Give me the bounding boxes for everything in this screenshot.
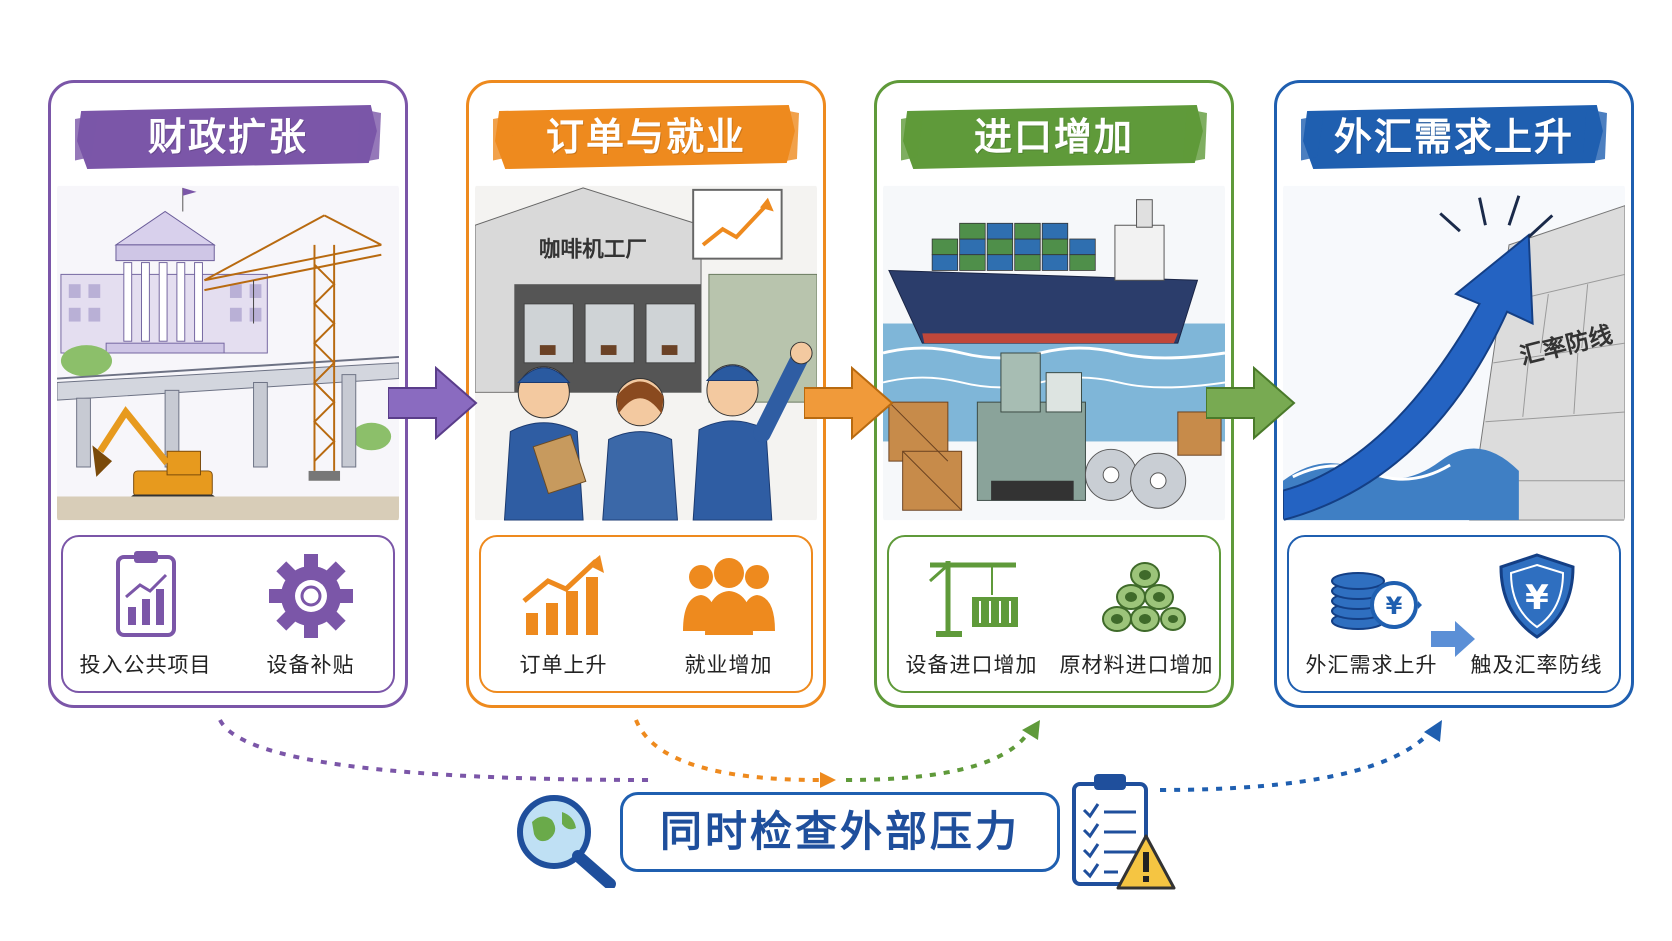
- panel-banner: 进口增加: [901, 101, 1207, 173]
- factory-scene: 咖啡机工厂: [475, 183, 817, 523]
- panel-items-box: 订单上升 就业增加: [479, 535, 813, 693]
- gear-icon: [268, 554, 353, 638]
- panel-items-box: ¥ 外汇需求上升 ¥ 触及汇率防线: [1287, 535, 1621, 693]
- external-pressure-hub: 同时检查外部压力: [620, 792, 1060, 872]
- checklist-warning-icon: [1072, 774, 1176, 890]
- item-public-projects: 投入公共项目: [63, 537, 228, 691]
- factory-sign: 咖啡机工厂: [539, 238, 647, 263]
- svg-text:¥: ¥: [1385, 592, 1402, 620]
- item-orders-up: 订单上升: [481, 537, 646, 691]
- government-building-icon: [60, 187, 268, 354]
- item-equipment-subsidy: 设备补贴: [228, 537, 393, 691]
- panel-banner: 外汇需求上升: [1301, 101, 1607, 173]
- panel-imports-increase: 进口增加: [874, 80, 1234, 708]
- shipping-scene: [883, 183, 1225, 523]
- panel-items-box: 投入公共项目: [61, 535, 395, 693]
- magnifier-globe-icon: [517, 795, 616, 888]
- item-employment-up: 就业增加: [646, 537, 811, 691]
- pipes-icon: [1101, 562, 1186, 632]
- government-building-scene: [57, 183, 399, 523]
- panel-title: 外汇需求上升: [1333, 115, 1574, 159]
- clipboard-chart-icon: [115, 551, 176, 637]
- item-label: 设备进口增加: [905, 653, 1038, 677]
- item-label: 订单上升: [519, 653, 608, 677]
- panel-banner: 财政扩张: [75, 101, 381, 173]
- item-label: 设备补贴: [266, 653, 355, 677]
- workers-icon: [503, 341, 813, 521]
- coins-icon: ¥: [1330, 572, 1422, 630]
- small-arrow-icon: [1431, 621, 1475, 657]
- wooden-crates-icon: [888, 401, 1222, 511]
- panel-banner: 订单与就业: [493, 101, 799, 173]
- panel-fiscal-expansion: 财政扩张: [48, 80, 408, 708]
- panel-title: 订单与就业: [545, 115, 746, 159]
- machine-tool-icon: [976, 352, 1086, 501]
- yen-shield-icon: ¥: [1498, 553, 1575, 639]
- item-raw-material-imports: 原材料进口增加: [1054, 537, 1219, 691]
- panel-items-box: 设备进口增加 原材料进口增加: [887, 535, 1221, 693]
- item-label: 原材料进口增加: [1059, 653, 1214, 677]
- panel-title: 财政扩张: [147, 115, 308, 159]
- crane-icon: [203, 214, 382, 471]
- item-equipment-imports: 设备进口增加: [889, 537, 1054, 691]
- item-hits-fx-defense: ¥ 触及汇率防线: [1454, 537, 1619, 691]
- item-label: 外汇需求上升: [1305, 653, 1438, 677]
- rising-arrow-icon: [1283, 233, 1534, 522]
- steel-coils-icon: [1084, 448, 1187, 509]
- bar-chart-up-icon: [521, 555, 604, 635]
- people-icon: [682, 558, 775, 635]
- fx-wall-scene: 汇率防线: [1283, 183, 1625, 523]
- svg-text:¥: ¥: [1525, 578, 1549, 618]
- cargo-ship-icon: [888, 199, 1199, 344]
- panel-fx-demand-rises: 外汇需求上升: [1274, 80, 1634, 708]
- panel-orders-employment: 订单与就业: [466, 80, 826, 708]
- panel-title: 进口增加: [973, 115, 1134, 159]
- arrow-right-purple: [388, 366, 478, 440]
- item-label: 投入公共项目: [79, 653, 212, 677]
- dotted-connectors: [218, 719, 1442, 792]
- crane-container-icon: [928, 561, 1018, 637]
- item-label: 触及汇率防线: [1470, 653, 1603, 677]
- item-label: 就业增加: [684, 653, 773, 677]
- arrow-right-orange: [804, 366, 894, 440]
- item-fx-demand: ¥ 外汇需求上升: [1289, 537, 1454, 691]
- hub-label: 同时检查外部压力: [659, 807, 1020, 856]
- arrow-right-green: [1206, 366, 1296, 440]
